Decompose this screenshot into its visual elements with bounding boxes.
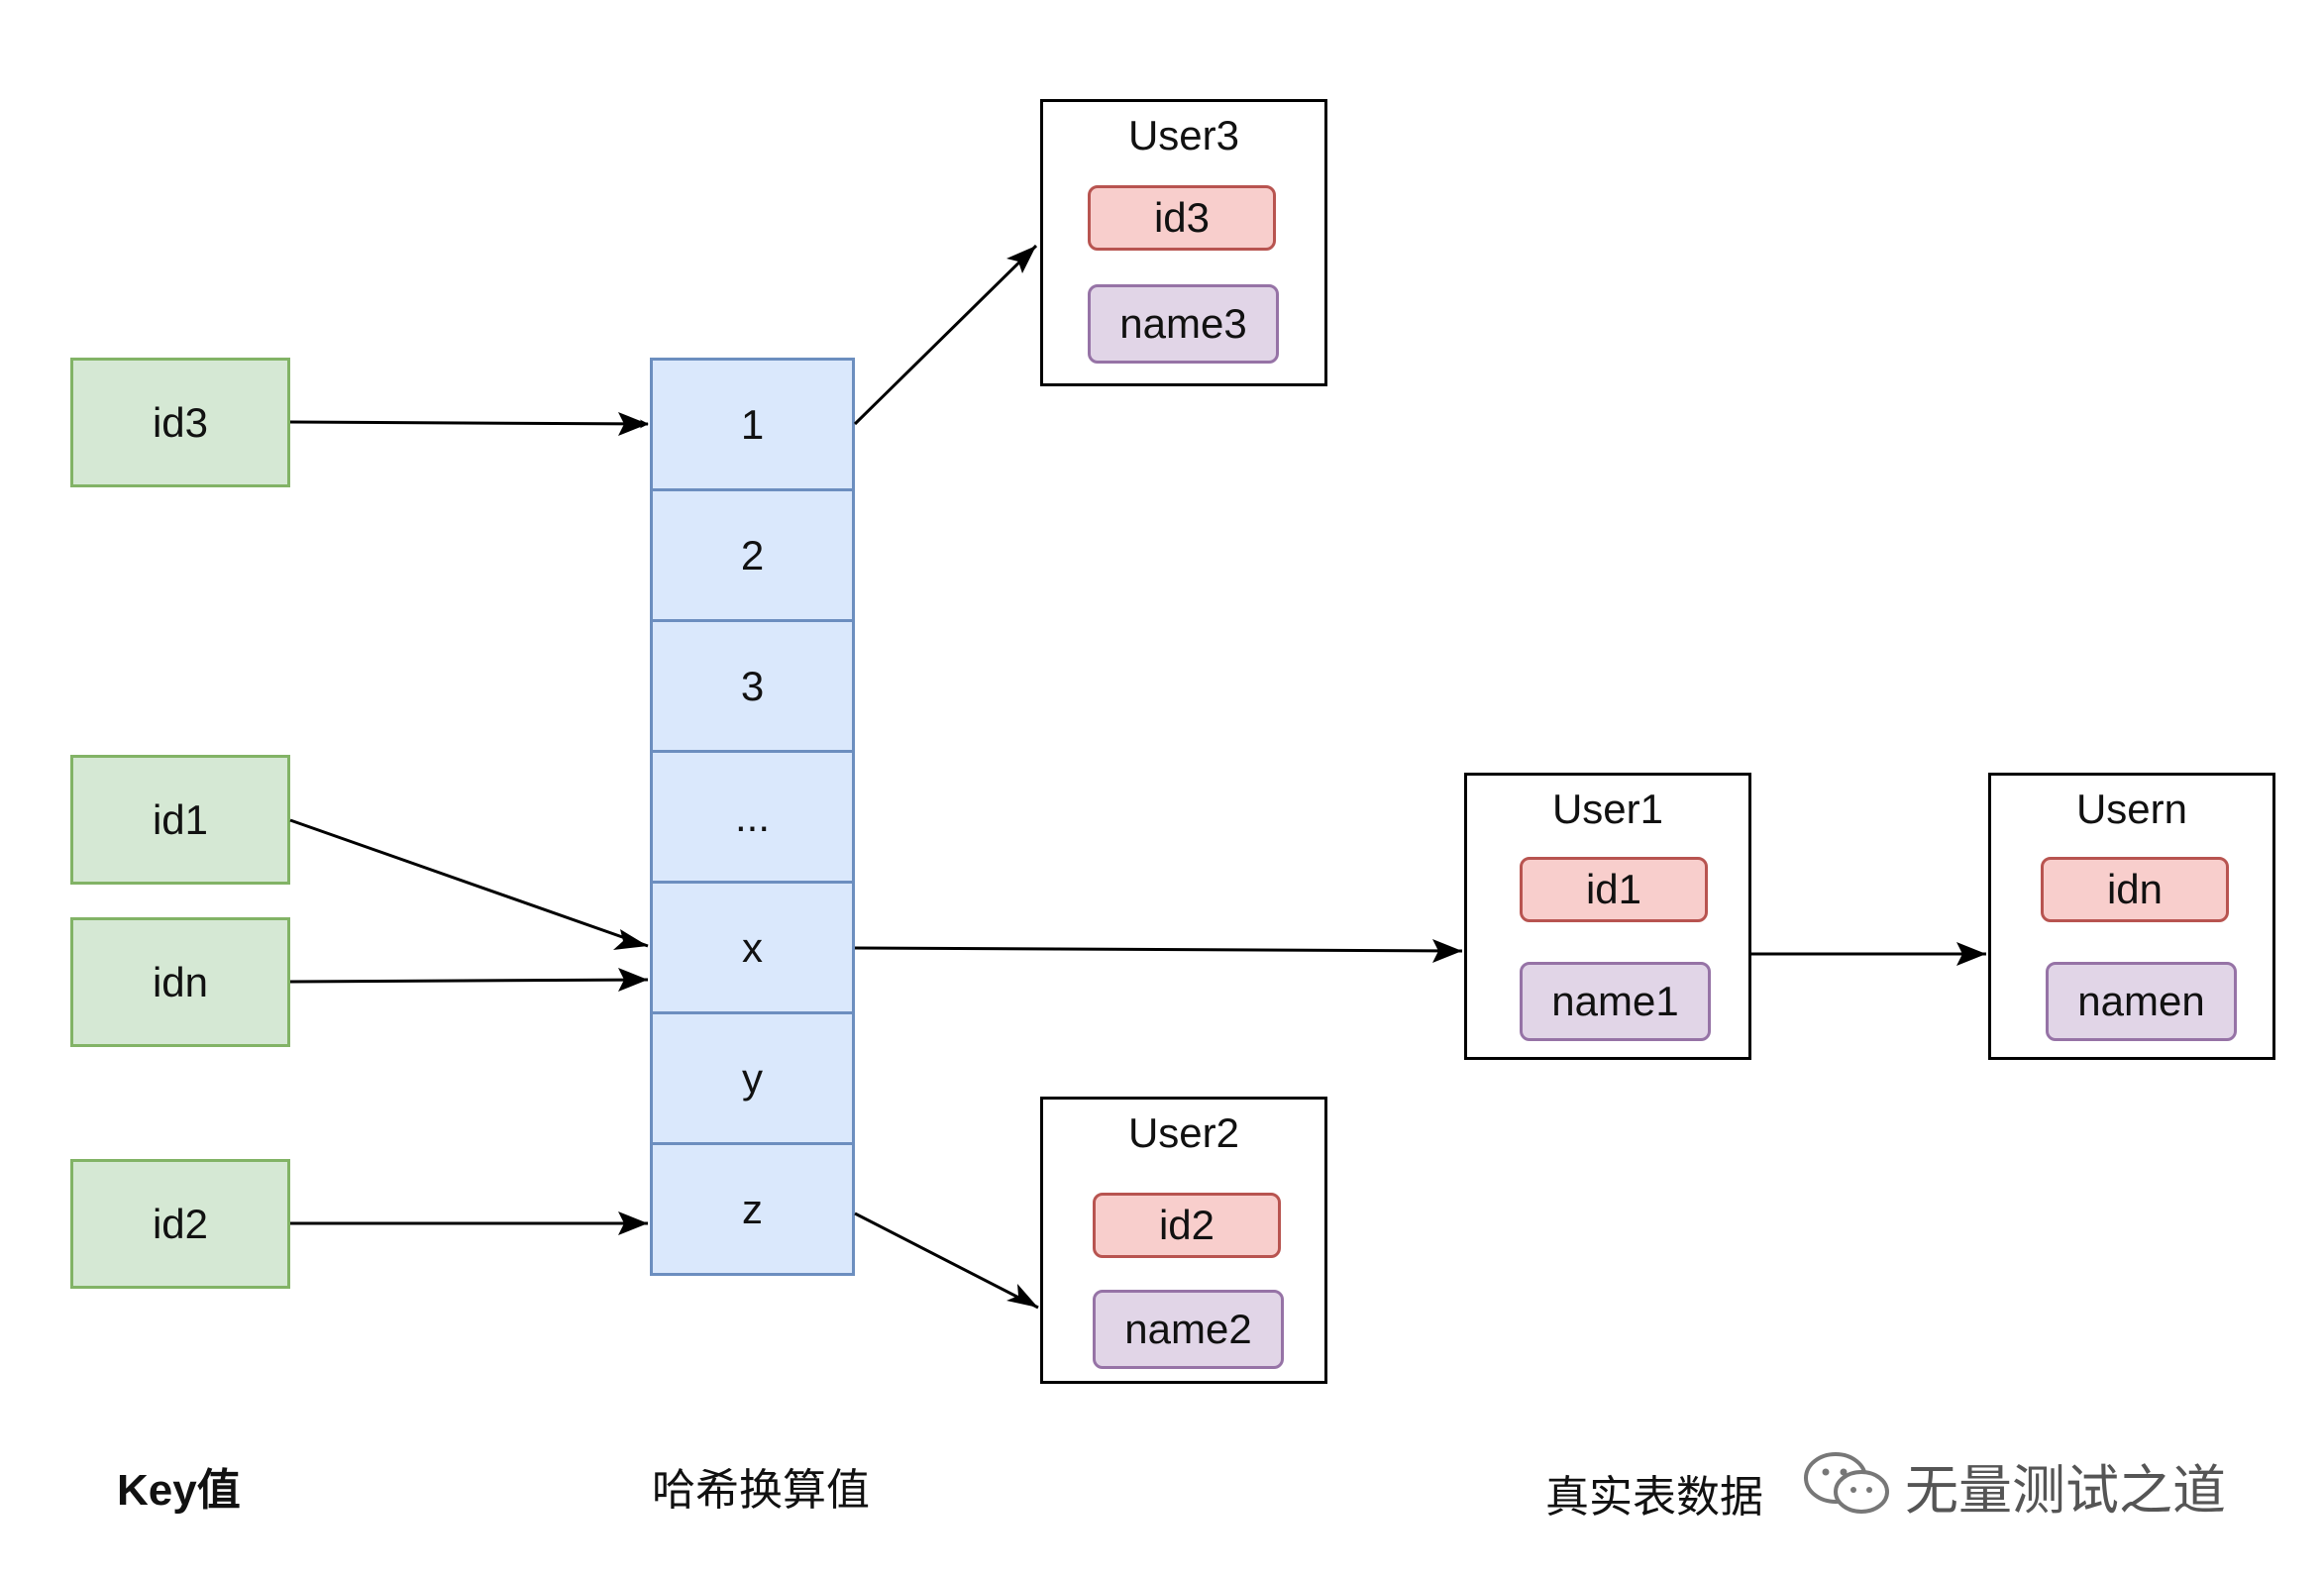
key-box-id3: id3 [70,358,290,487]
table-user3: User3 id3 name3 [1040,99,1327,386]
arrowhead [1432,939,1462,963]
id-field: idn [2041,857,2229,922]
arrowhead [1006,246,1036,273]
name-field: namen [2046,962,2237,1041]
table-user1: User1 id1 name1 [1464,773,1751,1060]
hash-cell: z [650,1142,855,1276]
table-usern: Usern idn namen [1988,773,2275,1060]
table-title: Usern [2075,786,2188,832]
watermark-text: 无量测试之道 [1905,1461,2226,1521]
key-label: id1 [152,795,209,843]
arrow-id1-to-x [289,818,649,948]
name-field: name2 [1093,1290,1284,1369]
key-box-idn: idn [70,917,290,1047]
arrow-z-to-user2 [854,1211,1039,1310]
hash-cell: ... [650,750,855,884]
arrowhead [1006,1284,1038,1308]
table-title: User2 [1127,1109,1240,1156]
key-label: idn [152,958,209,1005]
id-field: id1 [1520,857,1708,922]
key-column-label: Key值 [117,1466,241,1515]
table-title: User1 [1551,786,1664,832]
arrow-1-to-user3 [853,244,1038,426]
key-box-id1: id1 [70,755,290,885]
name-field: name1 [1520,962,1711,1041]
arrowhead [1956,942,1986,966]
table-title: User3 [1127,112,1240,158]
table-data-label: 真实表数据 [1545,1472,1763,1523]
arrow-x-to-user1 [854,946,1463,953]
wechat-icon [1804,1452,1889,1514]
hash-cell: y [650,1011,855,1145]
name-field: name3 [1088,284,1279,364]
arrow-id3-to-1 [289,419,649,429]
hash-cell: 2 [650,488,855,622]
arrowhead [613,929,648,950]
id-field: id3 [1088,185,1276,251]
key-box-id2: id2 [70,1159,290,1289]
arrowhead [618,968,648,992]
hash-column-label: 哈希换算值 [652,1465,870,1516]
arrowhead [618,412,648,436]
hash-cell: x [650,881,855,1014]
key-label: id3 [152,398,209,446]
arrowhead [618,1211,648,1235]
table-user2: User2 id2 name2 [1040,1097,1327,1384]
hash-cell: 1 [650,358,855,491]
key-label: id2 [152,1200,209,1247]
arrow-idn-to-x [289,978,649,984]
id-field: id2 [1093,1193,1281,1258]
